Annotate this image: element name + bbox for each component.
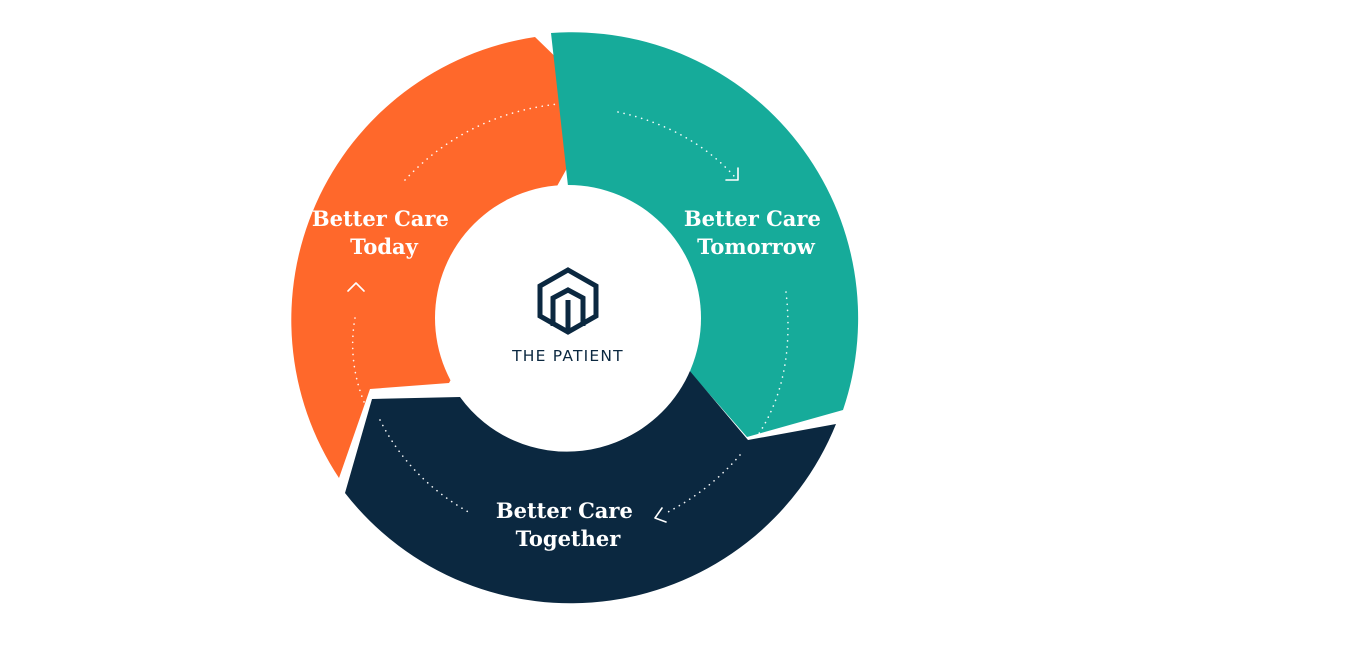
svg-text:Better Care Today: Better Care Today	[312, 206, 456, 259]
svg-text:Better Care Tomorrow: Better Care Tomorrow	[684, 206, 828, 259]
segment-together: Better Care Together	[345, 370, 836, 604]
segment-together-shape	[345, 370, 836, 604]
segment-today-shape	[291, 37, 603, 478]
segment-today: Better Care Today	[291, 37, 603, 478]
segment-today-line1: Better Care	[312, 206, 449, 231]
hexagon-logo-icon	[537, 267, 599, 335]
flow-dots-together	[663, 454, 741, 515]
flow-arrowhead-together	[654, 507, 667, 523]
segment-tomorrow-shape	[551, 32, 859, 437]
segment-tomorrow: Better Care Tomorrow	[551, 32, 859, 439]
svg-text:Better Care Together: Better Care Together	[496, 498, 640, 551]
segment-together-line1: Better Care	[496, 498, 633, 523]
center-label: THE PATIENT	[511, 347, 624, 365]
segment-together-line2: Together	[516, 526, 622, 551]
segment-tomorrow-line2: Tomorrow	[697, 234, 816, 259]
flow-arrowhead-tomorrow	[725, 167, 739, 181]
flow-arrowhead-today	[347, 282, 365, 292]
segment-tomorrow-line1: Better Care	[684, 206, 821, 231]
center-hub: THE PATIENT	[435, 185, 701, 451]
segment-today-line2: Today	[350, 234, 419, 259]
